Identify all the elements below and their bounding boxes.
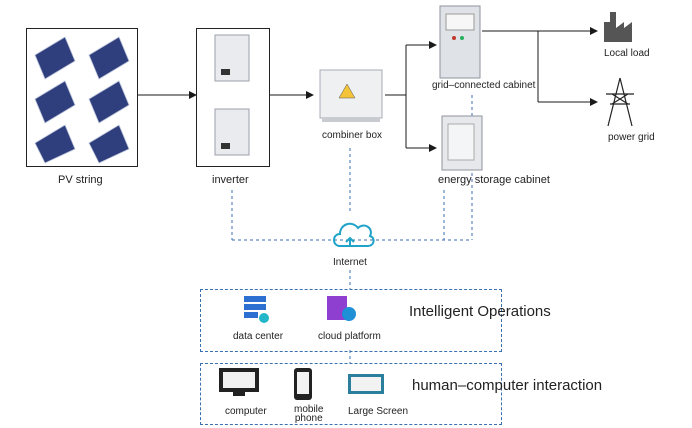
pylon-icon — [606, 77, 634, 127]
combiner-box-icon — [319, 69, 383, 122]
mobile-phone-label: mobile phone — [294, 404, 324, 424]
inverter-label: inverter — [212, 174, 249, 186]
mobile-phone-icon — [294, 368, 312, 400]
solar-panel-icon — [34, 36, 130, 164]
factory-icon — [604, 12, 632, 42]
grid-cabinet-label: grid–connected cabinet — [432, 80, 536, 91]
large-screen-label: Large Screen — [348, 406, 409, 417]
inverter-icon — [214, 34, 250, 156]
internet-label: Internet — [333, 257, 367, 268]
storage-cabinet-icon — [441, 115, 483, 171]
computer-icon — [219, 368, 259, 396]
server-icon — [244, 296, 269, 323]
grid-cabinet-icon — [439, 5, 481, 79]
hci-title: human–computer interaction — [412, 377, 603, 394]
large-screen-icon — [348, 374, 384, 394]
cloud-platform-icon — [327, 296, 356, 321]
operations-title: Intelligent Operations — [409, 303, 551, 320]
hci-section — [200, 363, 502, 425]
computer-label: computer — [225, 406, 267, 417]
combiner-box-label: combiner box — [322, 130, 383, 141]
inverter-frame — [196, 28, 270, 167]
local-load-label: Local load — [604, 48, 650, 59]
pv-string-label: PV string — [58, 174, 103, 186]
pv-string-frame — [26, 28, 138, 167]
power-grid-label: power grid — [608, 132, 655, 143]
cloud-platform-label: cloud platform — [318, 331, 381, 342]
operations-section — [200, 289, 502, 352]
cloud-icon — [333, 222, 375, 247]
mobile-phone-label-text: mobile phone — [294, 404, 324, 424]
data-center-label: data center — [233, 331, 284, 342]
storage-cabinet-label: energy storage cabinet — [438, 174, 550, 186]
